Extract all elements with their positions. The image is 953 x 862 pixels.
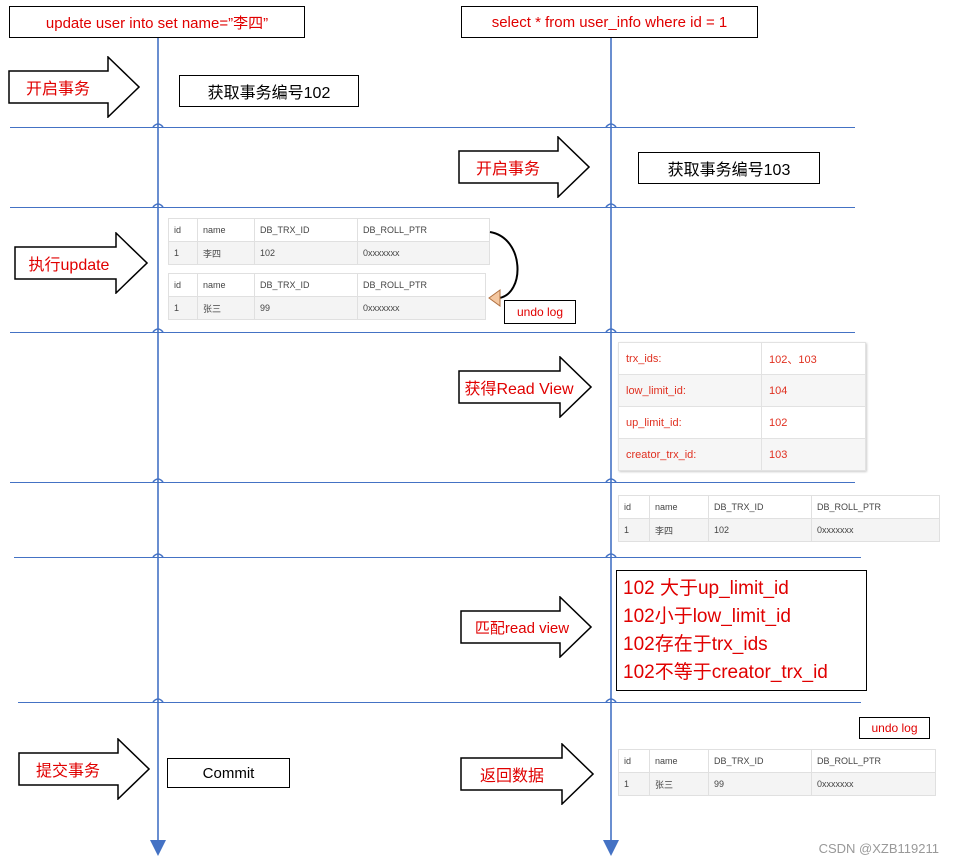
return-data-arrow: 返回数据: [460, 743, 594, 805]
cell-id: 1: [618, 518, 650, 542]
cell-name: 张三: [197, 296, 255, 320]
cell-id: 1: [618, 772, 650, 796]
separator-5: [14, 557, 861, 558]
read-view-value: 102、103: [761, 342, 866, 375]
read-view-key: trx_ids:: [618, 342, 762, 375]
separator-6: [18, 702, 861, 703]
col-header-db-roll-ptr: DB_ROLL_PTR: [811, 749, 936, 773]
separator-1: [10, 127, 855, 128]
begin-transaction-left-label: 开启事务: [25, 81, 90, 98]
begin-transaction-right-label: 开启事务: [475, 161, 540, 178]
right-sql-header: select * from user_info where id = 1: [461, 6, 758, 38]
read-view-row: up_limit_id: 102: [618, 406, 866, 439]
separator-3: [10, 332, 855, 333]
txid-right-box: 获取事务编号103: [638, 152, 820, 184]
col-header-name: name: [649, 495, 709, 519]
commit-transaction-arrow: 提交事务: [18, 738, 150, 800]
cell-db-roll-ptr: 0xxxxxxx: [811, 772, 936, 796]
undo-log-label-box: undo log: [504, 300, 576, 324]
read-view-key: up_limit_id:: [618, 406, 762, 439]
cell-db-trx-id: 102: [254, 241, 358, 265]
read-view-value: 103: [761, 438, 866, 471]
read-view-row: trx_ids: 102、103: [618, 342, 866, 375]
separator-4: [10, 482, 855, 483]
commit-transaction-label: 提交事务: [35, 763, 100, 780]
begin-transaction-right-arrow: 开启事务: [458, 136, 590, 198]
get-read-view-label: 获得Read View: [464, 381, 574, 398]
begin-transaction-left-arrow: 开启事务: [8, 56, 140, 118]
read-view-table: trx_ids: 102、103 low_limit_id: 104 up_li…: [618, 342, 866, 471]
col-header-db-trx-id: DB_TRX_ID: [708, 749, 812, 773]
col-header-name: name: [197, 218, 255, 242]
read-view-key: creator_trx_id:: [618, 438, 762, 471]
read-view-key: low_limit_id:: [618, 374, 762, 407]
read-view-value: 102: [761, 406, 866, 439]
read-view-value: 104: [761, 374, 866, 407]
cell-name: 张三: [649, 772, 709, 796]
col-header-db-roll-ptr: DB_ROLL_PTR: [811, 495, 940, 519]
txid-left-box: 获取事务编号102: [179, 75, 359, 107]
left-sql-header: update user into set name=”李四”: [9, 6, 305, 38]
col-header-id: id: [618, 749, 650, 773]
col-header-name: name: [649, 749, 709, 773]
row-table-current-right: id name DB_TRX_ID DB_ROLL_PTR 1 李四 102 0…: [618, 495, 940, 542]
col-header-db-roll-ptr: DB_ROLL_PTR: [357, 273, 486, 297]
cell-id: 1: [168, 296, 198, 320]
col-header-name: name: [197, 273, 255, 297]
cell-db-trx-id: 102: [708, 518, 812, 542]
read-view-row: low_limit_id: 104: [618, 374, 866, 407]
col-header-db-roll-ptr: DB_ROLL_PTR: [357, 218, 490, 242]
cell-db-roll-ptr: 0xxxxxxx: [357, 241, 490, 265]
read-view-row: creator_trx_id: 103: [618, 438, 866, 471]
match-line: 102存在于trx_ids: [623, 634, 768, 655]
row-table-old-version: id name DB_TRX_ID DB_ROLL_PTR 1 张三 99 0x…: [168, 273, 486, 320]
row-table-new-version: id name DB_TRX_ID DB_ROLL_PTR 1 李四 102 0…: [168, 218, 490, 265]
cell-db-roll-ptr: 0xxxxxxx: [357, 296, 486, 320]
col-header-id: id: [618, 495, 650, 519]
col-header-db-trx-id: DB_TRX_ID: [254, 273, 358, 297]
match-read-view-label: 匹配read view: [474, 619, 570, 637]
cell-db-roll-ptr: 0xxxxxxx: [811, 518, 940, 542]
col-header-db-trx-id: DB_TRX_ID: [708, 495, 812, 519]
col-header-id: id: [168, 273, 198, 297]
match-read-view-arrow: 匹配read view: [460, 596, 592, 658]
execute-update-arrow: 执行update: [14, 232, 148, 294]
cell-db-trx-id: 99: [708, 772, 812, 796]
col-header-id: id: [168, 218, 198, 242]
col-header-db-trx-id: DB_TRX_ID: [254, 218, 358, 242]
execute-update-label: 执行update: [28, 257, 110, 274]
get-read-view-arrow: 获得Read View: [458, 356, 592, 418]
match-conditions-box: 102 大于up_limit_id 102小于low_limit_id 102存…: [616, 570, 867, 691]
match-line: 102不等于creator_trx_id: [623, 662, 828, 683]
undo-curve-arrow: [488, 231, 519, 307]
return-data-label: 返回数据: [479, 768, 544, 785]
match-line: 102 大于up_limit_id: [623, 578, 789, 599]
cell-db-trx-id: 99: [254, 296, 358, 320]
undo-log-label-box-2: undo log: [859, 717, 930, 739]
commit-box: Commit: [167, 758, 290, 788]
watermark: CSDN @XZB119211: [818, 841, 939, 856]
cell-id: 1: [168, 241, 198, 265]
row-table-returned: id name DB_TRX_ID DB_ROLL_PTR 1 张三 99 0x…: [618, 749, 936, 796]
separator-2: [10, 207, 855, 208]
cell-name: 李四: [649, 518, 709, 542]
cell-name: 李四: [197, 241, 255, 265]
match-line: 102小于low_limit_id: [623, 606, 791, 627]
